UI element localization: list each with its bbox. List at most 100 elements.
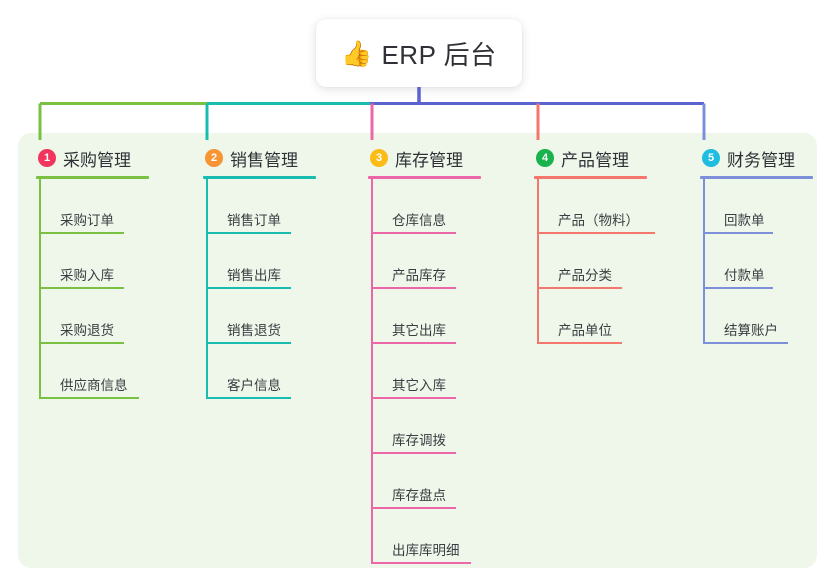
branch-item-rule: [39, 397, 139, 399]
branch-item[interactable]: 其它入库: [368, 344, 481, 399]
branch-item-rule: [39, 287, 124, 289]
branch-item-rule: [39, 232, 124, 234]
branch-item[interactable]: 其它出库: [368, 289, 481, 344]
branch-item-label: 结算账户: [724, 323, 778, 338]
branch-number-badge: 5: [702, 149, 720, 167]
branch-item[interactable]: 客户信息: [203, 344, 316, 399]
branch-item-label: 产品（物料）: [558, 213, 639, 228]
branch-item[interactable]: 库存调拨: [368, 399, 481, 454]
branch-item-rule: [371, 232, 456, 234]
branch-header-rule: [534, 176, 647, 179]
branch-item-label: 销售订单: [227, 213, 281, 228]
branch-column-2: 2 销售管理销售订单销售出库销售退货客户信息: [203, 146, 316, 399]
branch-header-5[interactable]: 5 财务管理: [700, 146, 813, 170]
branch-item-rule: [537, 232, 655, 234]
branch-item[interactable]: 出库库明细: [368, 509, 481, 564]
branch-item[interactable]: 产品单位: [534, 289, 647, 344]
branch-item[interactable]: 供应商信息: [36, 344, 149, 399]
branch-item-rule: [206, 232, 291, 234]
branch-item[interactable]: 产品分类: [534, 234, 647, 289]
branch-number-badge: 1: [38, 149, 56, 167]
branch-title: 采购管理: [63, 150, 131, 170]
branch-item-label: 产品库存: [392, 268, 446, 283]
branch-item[interactable]: 付款单: [700, 234, 813, 289]
branch-item[interactable]: 采购入库: [36, 234, 149, 289]
branch-column-1: 1 采购管理采购订单采购入库采购退货供应商信息: [36, 146, 149, 399]
branch-item[interactable]: 产品库存: [368, 234, 481, 289]
branch-item-list: 采购订单采购入库采购退货供应商信息: [36, 179, 149, 399]
branch-item-rule: [703, 342, 788, 344]
branch-title: 财务管理: [727, 150, 795, 170]
branch-header-3[interactable]: 3 库存管理: [368, 146, 481, 170]
branch-item-label: 产品分类: [558, 268, 612, 283]
branch-item[interactable]: 结算账户: [700, 289, 813, 344]
branch-item-label: 采购退货: [60, 323, 114, 338]
branch-item-rule: [206, 287, 291, 289]
branch-item-rule: [371, 452, 456, 454]
branch-item-label: 其它入库: [392, 378, 446, 393]
branch-header-rule: [36, 176, 149, 179]
root-node-title: ERP 后台: [381, 39, 497, 70]
branch-item-label: 回款单: [724, 213, 765, 228]
root-node[interactable]: 👍 ERP 后台: [316, 19, 522, 87]
branch-item-label: 销售出库: [227, 268, 281, 283]
branch-item-list: 产品（物料） 产品分类产品单位: [534, 179, 655, 344]
branch-item-rule: [703, 232, 773, 234]
branch-item[interactable]: 库存盘点: [368, 454, 481, 509]
branch-spine: [703, 179, 705, 344]
branch-column-3: 3 库存管理仓库信息产品库存其它出库其它入库库存调拨库存盘点出库库明细: [368, 146, 481, 564]
branch-header-rule: [203, 176, 316, 179]
branch-header-1[interactable]: 1 采购管理: [36, 146, 149, 170]
branch-header-4[interactable]: 4 产品管理: [534, 146, 647, 170]
branch-item-label: 客户信息: [227, 378, 281, 393]
branches-panel: [18, 133, 817, 568]
branch-item-list: 销售订单销售出库销售退货客户信息: [203, 179, 316, 399]
branch-number-badge: 4: [536, 149, 554, 167]
branch-item-rule: [371, 507, 456, 509]
branch-item-rule: [371, 342, 456, 344]
branch-number-badge: 3: [370, 149, 388, 167]
branch-spine: [206, 179, 208, 399]
branch-item[interactable]: 仓库信息: [368, 179, 481, 234]
branch-item[interactable]: 回款单: [700, 179, 813, 234]
branch-title: 销售管理: [230, 150, 298, 170]
branch-header-rule: [368, 176, 481, 179]
branch-item[interactable]: 采购退货: [36, 289, 149, 344]
branch-item-rule: [39, 342, 124, 344]
branch-item-label: 付款单: [724, 268, 765, 283]
branch-spine: [537, 179, 539, 344]
branch-item-rule: [537, 342, 622, 344]
branch-item-label: 库存调拨: [392, 433, 446, 448]
branch-item[interactable]: 销售出库: [203, 234, 316, 289]
branch-header-2[interactable]: 2 销售管理: [203, 146, 316, 170]
branch-item-rule: [371, 562, 471, 564]
branch-item-label: 采购订单: [60, 213, 114, 228]
branch-item-rule: [206, 342, 291, 344]
thumbs-up-icon: 👍: [341, 38, 373, 68]
branch-spine: [371, 179, 373, 564]
branch-item-label: 库存盘点: [392, 488, 446, 503]
branch-item-label: 采购入库: [60, 268, 114, 283]
branch-item-label: 销售退货: [227, 323, 281, 338]
branch-number-badge: 2: [205, 149, 223, 167]
branch-item-list: 仓库信息产品库存其它出库其它入库库存调拨库存盘点出库库明细: [368, 179, 481, 564]
branch-item-label: 其它出库: [392, 323, 446, 338]
branch-item-rule: [703, 287, 773, 289]
branch-item-label: 出库库明细: [392, 543, 460, 558]
branch-item-rule: [537, 287, 622, 289]
branch-title: 库存管理: [395, 150, 463, 170]
branch-column-4: 4 产品管理产品（物料） 产品分类产品单位: [534, 146, 655, 344]
branch-title: 产品管理: [561, 150, 629, 170]
branch-header-rule: [700, 176, 813, 179]
branch-item[interactable]: 采购订单: [36, 179, 149, 234]
branch-item[interactable]: 销售订单: [203, 179, 316, 234]
branch-column-5: 5 财务管理回款单付款单结算账户: [700, 146, 813, 344]
branch-item-rule: [206, 397, 291, 399]
branch-item[interactable]: 销售退货: [203, 289, 316, 344]
branch-item-list: 回款单付款单结算账户: [700, 179, 813, 344]
branch-item-rule: [371, 287, 456, 289]
branch-spine: [39, 179, 41, 399]
branch-item[interactable]: 产品（物料）: [534, 179, 655, 234]
branch-item-label: 仓库信息: [392, 213, 446, 228]
